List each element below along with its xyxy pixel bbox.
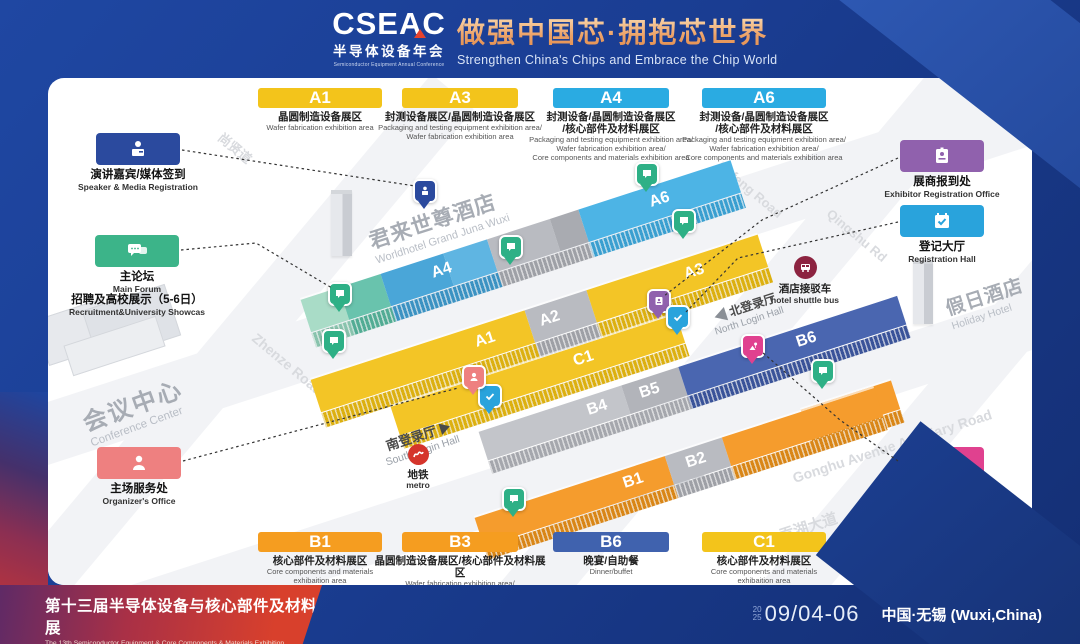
badge-icon — [936, 147, 948, 163]
main-forum-box — [95, 235, 179, 267]
metro-icon — [407, 444, 429, 465]
forum-pin — [672, 209, 696, 239]
hall-desc-a4: 封测设备/晶圆制造设备展区 /核心部件及材料展区 Packaging and t… — [529, 111, 693, 162]
hall-desc-a1: 晶圆制造设备展区 Wafer fabrication exhibition ar… — [266, 111, 374, 132]
hall-desc-b6: 晚宴/自助餐 Dinner/buffet — [583, 555, 639, 576]
speaker-media-registration-label: 演讲嘉宾/媒体签到 Speaker & Media Registration — [78, 169, 198, 192]
footer-location: 中国·无锡 (Wuxi,China) — [881, 606, 1042, 624]
hall-desc-c1: 核心部件及材料展区 Core components and materials … — [710, 555, 818, 585]
slogan-zh: 做强中国芯·拥抱芯世界 — [457, 11, 777, 51]
hall-desc-a6: 封测设备/晶圆制造设备展区 /核心部件及材料展区 Packaging and t… — [682, 111, 846, 162]
north-login-arrow-icon — [712, 306, 728, 324]
slogan: 做强中国芯·拥抱芯世界 Strengthen China's Chips and… — [457, 11, 777, 67]
slogan-en: Strengthen China's Chips and Embrace the… — [457, 53, 778, 67]
speaker-icon — [132, 141, 144, 156]
main-forum-label: 主论坛 Main Forum 招聘及高校展示（5-6日） Recruitment… — [68, 271, 206, 317]
holiday-hotel-tower — [913, 260, 933, 324]
logo-subtitle-en: Semiconductor Equipment Annual Conferenc… — [333, 62, 445, 68]
organizer-office-label: 主场服务处 Organizer's Office — [102, 483, 176, 506]
speaker-pin — [413, 179, 437, 209]
logo-subtitle-zh: 半导体设备年会 — [333, 44, 445, 59]
hall-label-a6: A6 — [702, 88, 826, 108]
exhibitor-registration-box — [900, 140, 984, 172]
left-edge-gradient — [0, 392, 48, 592]
logo-wordmark: CSEAC — [332, 6, 446, 41]
forum-pin — [635, 162, 659, 192]
hall-label-b3: B3 — [402, 532, 518, 552]
footer-date-location: 20 25 09/04-06 中国·无锡 (Wuxi,China) — [753, 601, 1042, 627]
hotel-shuttle-poi: 酒店接驳车 hotel shuttle bus — [770, 256, 840, 305]
shuttle-bus-icon — [793, 256, 817, 279]
footer-date: 09/04-06 — [764, 601, 860, 626]
registration-pin — [666, 305, 690, 335]
hall-label-a3: A3 — [402, 88, 518, 108]
hall-desc-a3: 封测设备展区/晶圆制造设备展区 Packaging and testing eq… — [378, 111, 542, 141]
exhibitor-pin — [647, 289, 671, 319]
footer-exhibition-title: 第十三届半导体设备与核心部件及材料展 The 13th Semiconducto… — [0, 585, 322, 644]
cseac-logo: CSEAC 半导体设备年会 Semiconductor Equipment An… — [330, 6, 448, 68]
forum-pin — [811, 359, 835, 389]
forum-pin — [502, 487, 526, 517]
footer-year: 20 25 — [752, 605, 762, 622]
registration-hall-box — [900, 205, 984, 237]
hall-label-b6: B6 — [553, 532, 669, 552]
hall-label-a1: A1 — [258, 88, 382, 108]
forum-pin — [499, 235, 523, 265]
forum-pin — [322, 329, 346, 359]
hall-label-c1: C1 — [702, 532, 826, 552]
forum-chat-icon — [128, 244, 147, 256]
hall-label-a4: A4 — [553, 88, 669, 108]
logo-red-triangle-icon — [414, 29, 426, 38]
exhibitor-registration-label: 展商报到处 Exhibitor Registration Office — [884, 176, 1000, 199]
dinner-pin — [741, 334, 765, 364]
organizer-pin — [462, 365, 486, 395]
hall-desc-b3: 晶圆制造设备展区/核心部件及材料展区 Wafer fabrication exh… — [374, 555, 546, 585]
speaker-media-registration-box — [96, 133, 180, 165]
road-label: 尚贤道 — [215, 129, 255, 167]
person-icon — [133, 455, 145, 470]
organizer-office-box — [97, 447, 181, 479]
registration-hall-label: 登记大厅 Registration Hall — [908, 241, 976, 264]
calendar-check-icon — [935, 213, 949, 228]
forum-pin — [328, 282, 352, 312]
hall-desc-b1: 核心部件及材料展区 Core components and materials … — [266, 555, 374, 585]
south-login-arrow-icon — [437, 420, 452, 435]
juna-hotel-tower — [331, 190, 352, 256]
metro-poi: 地铁 metro — [396, 444, 440, 490]
hall-label-b1: B1 — [258, 532, 382, 552]
